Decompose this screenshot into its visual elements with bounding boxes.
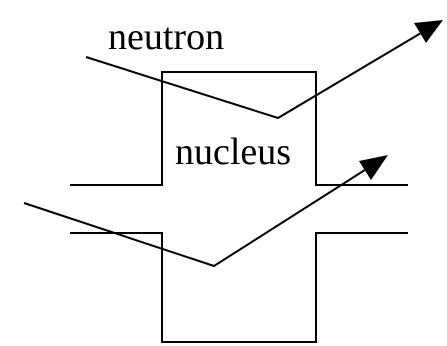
upper-barrier-outline [70, 71, 408, 186]
lower-well-outline [70, 232, 408, 343]
nucleus-label: nucleus [175, 131, 291, 173]
lower-neutron-path [23, 167, 369, 268]
upper-neutron-path [85, 32, 422, 120]
neutron-label: neutron [108, 16, 224, 58]
upper-arrowhead [414, 20, 443, 43]
lower-arrowhead [359, 155, 388, 180]
